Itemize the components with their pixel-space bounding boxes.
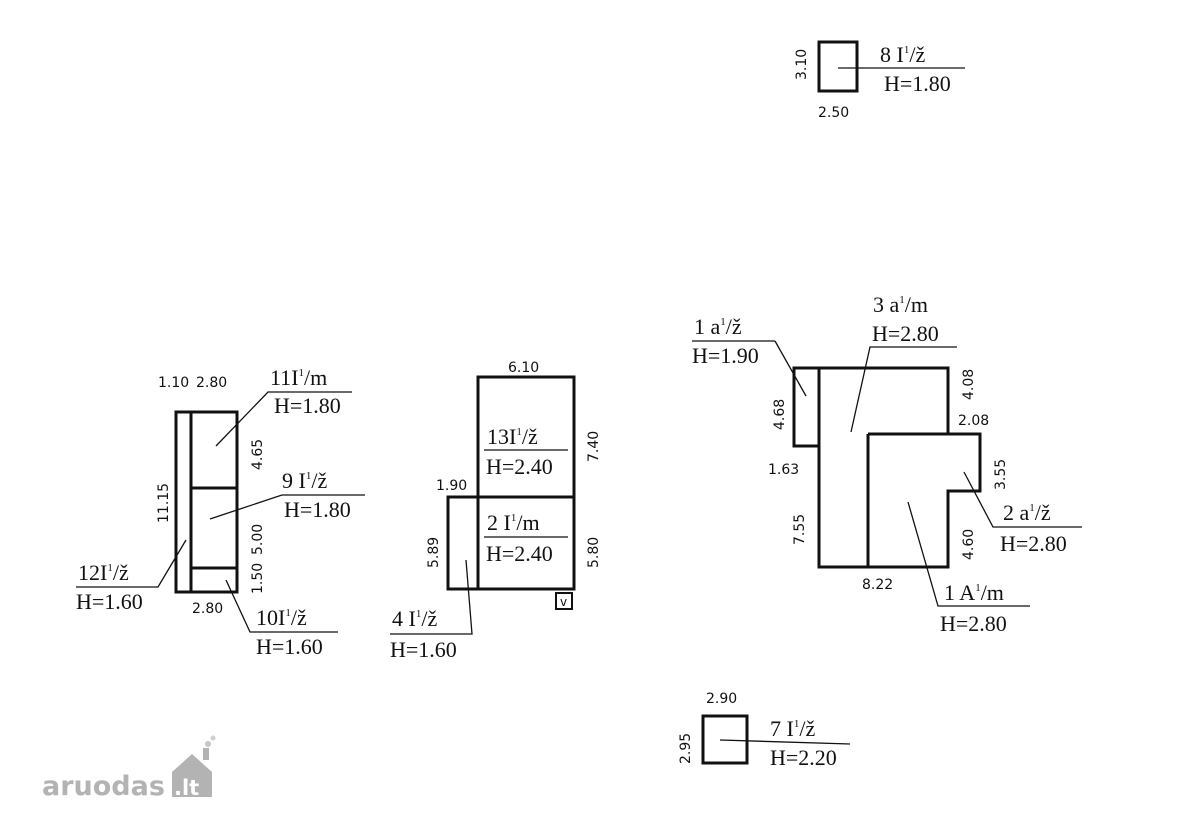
dim-label: 6.10 xyxy=(508,360,539,376)
room-height: H=2.40 xyxy=(486,541,553,566)
room-1a-outline xyxy=(792,366,821,448)
room-label: 4 I1/ž xyxy=(392,606,437,631)
room-label: 10I1/ž xyxy=(256,605,307,630)
room-label: 1 A1/m xyxy=(944,580,1004,605)
room-height: H=1.80 xyxy=(284,497,351,522)
dim-label: 4.08 xyxy=(961,369,977,400)
leader-line xyxy=(225,579,338,633)
house-icon xyxy=(172,735,216,797)
building-right-outline xyxy=(817,366,982,569)
dim-label: 4.60 xyxy=(961,529,977,560)
room-label: 2 I1/m xyxy=(487,510,540,535)
dim-label: 5.80 xyxy=(586,537,602,568)
room-label: 12I1/ž xyxy=(78,560,129,585)
dim-label: 5.00 xyxy=(250,524,266,555)
room-label: 7 I1/ž xyxy=(770,716,815,741)
dim-label: 7.40 xyxy=(586,431,602,462)
room-height: H=2.20 xyxy=(770,745,837,770)
dim-label: 4.65 xyxy=(250,439,266,470)
room-label: 11I1/m xyxy=(270,365,327,390)
building-8-outline xyxy=(817,40,859,93)
marker-v: v xyxy=(560,595,567,609)
dim-label: 2.95 xyxy=(678,733,694,764)
leader-line xyxy=(215,391,352,447)
leader-line xyxy=(774,340,807,397)
room-height: H=1.60 xyxy=(256,634,323,659)
room-height: H=1.60 xyxy=(76,589,143,614)
building-right: 4.68 4.08 2.08 3.55 1.63 7.55 4.60 8.22 … xyxy=(692,292,1082,636)
dim-label: 3.10 xyxy=(794,49,810,80)
dim-label: 5.89 xyxy=(426,537,442,568)
room-height: H=2.80 xyxy=(940,611,1007,636)
marker-box xyxy=(555,592,573,610)
room-height: H=1.80 xyxy=(884,71,951,96)
leader-line xyxy=(209,494,365,520)
room-label: 2 a1/ž xyxy=(1003,500,1051,525)
room-height: H=2.40 xyxy=(486,454,553,479)
room-height: H=2.80 xyxy=(872,321,939,346)
leader-line xyxy=(850,346,957,433)
building-8: 3.10 2.50 8 I1/ž H=1.80 xyxy=(794,40,965,121)
building-middle-side-room xyxy=(446,495,480,591)
building-7-outline xyxy=(701,714,749,765)
leader-line xyxy=(390,559,473,635)
watermark-text: aruodas xyxy=(42,771,165,802)
watermark-logo: aruodas .lt xyxy=(42,735,216,802)
building-7: 2.90 2.95 7 I1/ž H=2.20 xyxy=(678,691,851,770)
building-left: 1.10 2.80 4.65 11.15 5.00 1.50 2.80 11I1… xyxy=(76,365,365,659)
dim-label: 2.80 xyxy=(196,375,227,391)
room-height: H=1.80 xyxy=(274,393,341,418)
room-label: 9 I1/ž xyxy=(282,468,327,493)
leader-line xyxy=(963,471,1082,528)
dim-label: 2.08 xyxy=(958,413,989,429)
dim-label: 1.90 xyxy=(436,478,467,494)
room-height: H=2.80 xyxy=(1000,531,1067,556)
watermark-suffix: .lt xyxy=(174,776,199,800)
dim-label: 4.68 xyxy=(772,399,788,430)
building-middle: v 6.10 7.40 1.90 5.89 5.80 13I1/ž H=2.40… xyxy=(390,360,602,662)
room-height: H=1.90 xyxy=(692,343,759,368)
leader-line xyxy=(907,501,1030,607)
dim-label: 7.55 xyxy=(792,514,808,545)
dim-label: 3.55 xyxy=(993,459,1009,490)
leader-line xyxy=(76,539,187,588)
leader-line xyxy=(719,739,851,745)
dim-label: 1.10 xyxy=(158,375,189,391)
dim-label: 11.15 xyxy=(156,483,172,523)
dim-label: 1.50 xyxy=(250,563,266,594)
room-label: 13I1/ž xyxy=(487,424,538,449)
building-middle-upper-outline xyxy=(476,375,576,591)
dim-label: 2.50 xyxy=(818,105,849,121)
dim-label: 8.22 xyxy=(862,577,893,593)
dim-label: 2.80 xyxy=(192,601,223,617)
building-left-outline xyxy=(174,410,239,594)
dim-label: 2.90 xyxy=(706,691,737,707)
room-label: 3 a1/m xyxy=(873,292,928,317)
room-label: 1 a1/ž xyxy=(694,314,742,339)
room-label: 8 I1/ž xyxy=(880,42,925,67)
room-height: H=1.60 xyxy=(390,637,457,662)
dim-label: 1.63 xyxy=(768,462,799,478)
